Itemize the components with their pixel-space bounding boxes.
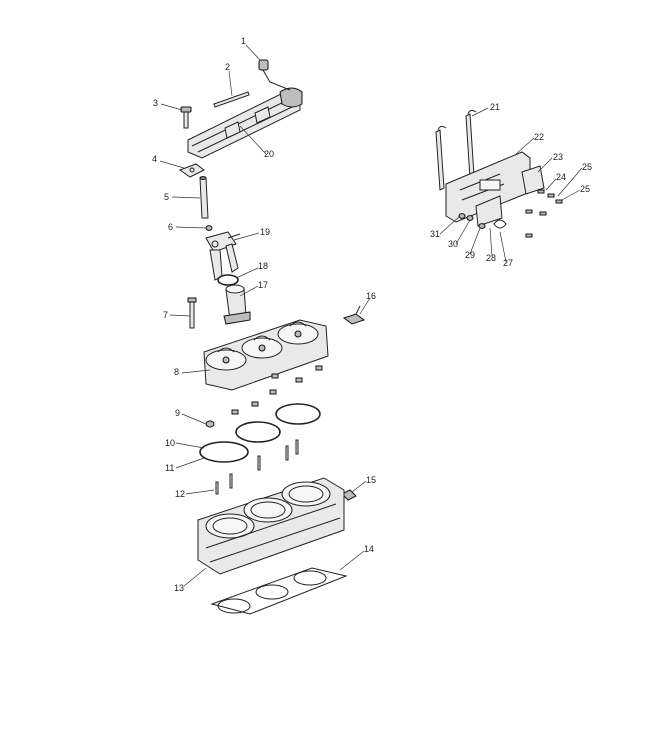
plug-part <box>205 225 213 231</box>
screw-3-part <box>180 106 192 129</box>
callout-4: 4 <box>152 154 157 164</box>
callout-11: 11 <box>165 463 174 473</box>
studs-12-part <box>215 439 299 495</box>
housing-cover-part <box>205 231 241 281</box>
sensor-part <box>342 305 366 325</box>
callout-21: 21 <box>490 102 500 112</box>
head-bolts-part <box>231 365 323 415</box>
wire-lead-part <box>435 109 477 191</box>
washer-part <box>205 420 215 428</box>
callout-2: 2 <box>225 62 230 72</box>
callout-14: 14 <box>364 544 374 554</box>
callout-3: 3 <box>153 98 158 108</box>
callout-22: 22 <box>534 132 544 142</box>
leader-lines <box>159 44 583 587</box>
callout-13: 13 <box>174 583 184 593</box>
callout-5: 5 <box>164 192 169 202</box>
callout-19: 19 <box>260 227 270 237</box>
callout-16: 16 <box>366 291 376 301</box>
module-screws-part <box>525 189 563 238</box>
fitting-part <box>258 59 291 91</box>
seal-ring-part <box>217 274 239 286</box>
base-gasket-part <box>210 567 348 615</box>
callout-28: 28 <box>486 253 496 263</box>
callout-12: 12 <box>175 489 185 499</box>
callout-18: 18 <box>258 261 268 271</box>
callout-10: 10 <box>165 438 175 448</box>
callout-25-upper: 25 <box>582 162 592 172</box>
plug-15-part <box>341 489 357 501</box>
callout-30: 30 <box>448 239 458 249</box>
callout-8: 8 <box>174 367 179 377</box>
pin-part <box>213 91 250 108</box>
callout-17: 17 <box>258 280 268 290</box>
callout-31: 31 <box>430 229 440 239</box>
tube-part <box>199 176 209 219</box>
stud-7-part <box>187 297 197 329</box>
cylinder-head-part <box>203 319 329 391</box>
thermostat-part <box>223 284 251 325</box>
callout-20: 20 <box>264 149 274 159</box>
cylinder-block-part <box>197 477 345 575</box>
callout-7: 7 <box>163 310 168 320</box>
callout-1: 1 <box>241 36 246 46</box>
module-clip-part <box>493 219 507 229</box>
callout-15: 15 <box>366 475 376 485</box>
callout-27: 27 <box>503 258 513 268</box>
module-washers-part <box>458 213 486 229</box>
callout-29: 29 <box>465 250 475 260</box>
callout-24: 24 <box>556 172 566 182</box>
callout-9: 9 <box>175 408 180 418</box>
module-bracket-part <box>475 165 545 227</box>
fuel-rail-part <box>187 87 303 159</box>
bracket-part <box>178 163 205 178</box>
o-rings-part <box>199 403 321 463</box>
callout-23: 23 <box>553 152 563 162</box>
callout-labels: 1 2 3 4 5 6 7 8 9 10 11 12 13 14 15 16 1… <box>152 36 592 593</box>
callout-25-lower: 25 <box>580 184 590 194</box>
callout-6: 6 <box>168 222 173 232</box>
